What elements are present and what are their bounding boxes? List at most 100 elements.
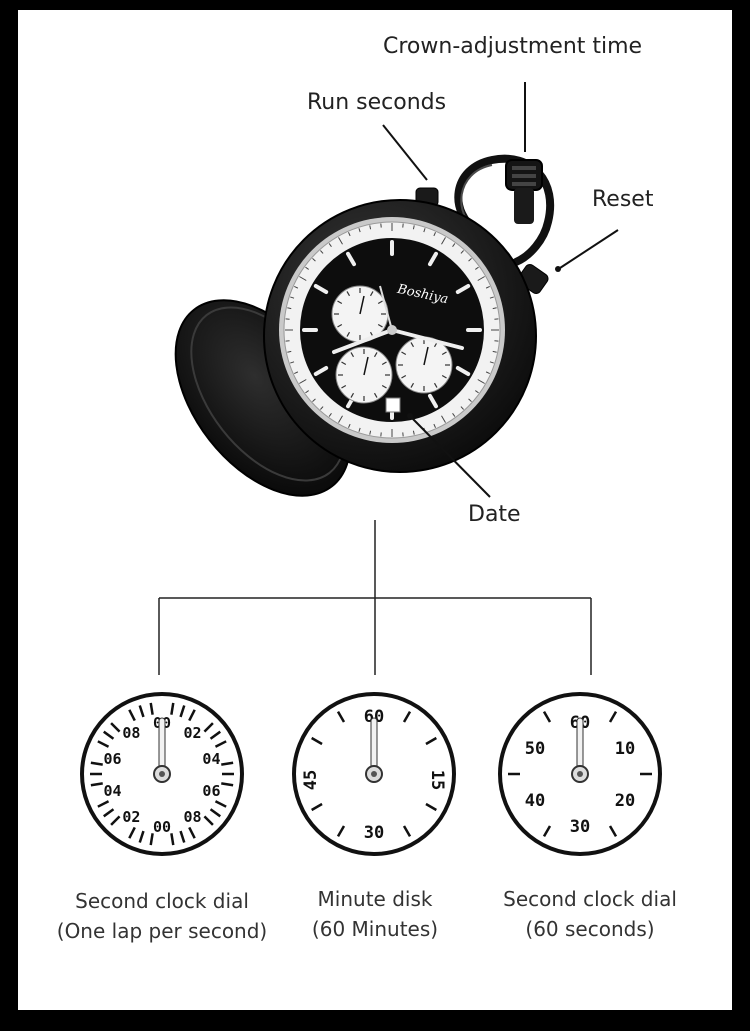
hour-marker	[346, 251, 356, 267]
dial-numeral: 45	[301, 770, 321, 790]
hour-marker	[313, 284, 329, 294]
date-window	[385, 397, 401, 413]
dial-tick	[221, 761, 234, 766]
tachymeter-tick	[492, 307, 497, 310]
dial-tick	[608, 711, 618, 723]
tachymeter-tick	[477, 276, 485, 281]
tachymeter-tick	[485, 286, 490, 289]
subdial-hand	[359, 295, 365, 315]
dial-tick	[203, 815, 214, 826]
subdial-tick	[350, 392, 355, 398]
dial-numeral: 08	[122, 724, 140, 742]
tachymeter-tick	[290, 296, 295, 299]
tachymeter-tick	[338, 237, 343, 245]
dial-numeral: 50	[525, 739, 545, 759]
hour-marker	[428, 393, 438, 409]
dial-tick	[128, 709, 136, 722]
dial-tick	[103, 808, 115, 818]
subdial-tick	[377, 323, 383, 328]
hour-marker	[313, 366, 329, 376]
dial-tick	[214, 740, 227, 748]
tachymeter-tick	[294, 371, 299, 374]
tachymeter-tick	[475, 266, 479, 270]
subdial-tick	[401, 351, 407, 356]
caption-dial-3-title: Second clock dial	[503, 887, 677, 911]
run-seconds-label: Run seconds	[307, 90, 447, 115]
dial-tick	[209, 730, 221, 740]
dial-tick	[311, 736, 323, 746]
caption-dial-2: Minute disk (60 Minutes)	[265, 884, 485, 944]
dial-tick	[128, 826, 136, 839]
dial-numeral: 00	[153, 818, 171, 836]
hour-marker	[455, 284, 471, 294]
tachymeter-tick	[452, 243, 456, 247]
subdial-tick	[401, 374, 407, 379]
tachymeter-tick	[299, 379, 307, 384]
subdial-tick	[410, 342, 415, 348]
subdial-tick	[337, 323, 343, 328]
dial-tick	[311, 802, 323, 812]
dial-tick	[110, 815, 121, 826]
dial-hub-center	[577, 771, 583, 777]
dial-tick	[97, 800, 110, 808]
dial-numeral: 10	[615, 739, 635, 759]
subdial-tick	[373, 392, 378, 398]
dial-numeral: 02	[184, 724, 202, 742]
subdial-tick	[441, 351, 447, 356]
tachymeter-tick	[423, 228, 426, 233]
dial-tick	[138, 705, 145, 718]
subdial-tick	[346, 331, 351, 337]
tachymeter-tick	[328, 243, 332, 247]
dial-tick	[214, 800, 227, 808]
tachymeter-tick	[433, 232, 436, 237]
dial-tick	[402, 825, 412, 837]
subdial-tick	[381, 361, 387, 366]
dial-tick	[203, 722, 214, 733]
caption-dial-2-subtitle: (60 Minutes)	[311, 917, 439, 941]
tachymeter-tick	[338, 415, 343, 423]
caption-dial-3-subtitle: (60 seconds)	[525, 917, 655, 941]
tachymeter-tick	[305, 390, 309, 394]
subdial-tick	[341, 361, 347, 366]
dial-tick	[103, 730, 115, 740]
dial-sixty-seconds: 601020304050	[498, 692, 662, 856]
date-label: Date	[468, 502, 521, 527]
dial-one-lap-per-second: 00020406080002040608	[80, 692, 244, 856]
dial-tick	[425, 736, 437, 746]
subdial-tick	[337, 300, 343, 305]
dial-numeral: 30	[570, 817, 590, 837]
subdial-tick	[441, 374, 447, 379]
caption-dial-1-title: Second clock dial	[75, 889, 249, 913]
dial-tick	[110, 722, 121, 733]
caption-dial-1-subtitle: (One lap per second)	[56, 919, 268, 943]
subdial-tick	[350, 352, 355, 358]
dial-hub-center	[159, 771, 165, 777]
tachymeter-tick	[358, 427, 361, 432]
dial-tick	[188, 709, 196, 722]
caption-dial-2-title: Minute disk	[317, 887, 433, 911]
tachymeter-tick	[433, 423, 436, 428]
tachymeter-tick	[299, 276, 307, 281]
dial-tick	[179, 830, 186, 843]
subdial-hand	[423, 346, 429, 366]
dial-hub-center	[371, 771, 377, 777]
subdial-tick	[373, 352, 378, 358]
tachymeter-tick	[320, 250, 324, 254]
caption-dial-3: Second clock dial (60 seconds)	[475, 884, 705, 944]
dial-tick	[138, 830, 145, 843]
dial-tick	[90, 782, 103, 787]
tachymeter-tick	[294, 286, 299, 289]
dial-numeral: 06	[202, 782, 220, 800]
tachymeter-tick	[460, 406, 464, 410]
dial-numeral: 04	[104, 782, 122, 800]
tachymeter-tick	[369, 225, 372, 230]
subdial-tick	[381, 384, 387, 389]
dial-tick	[542, 711, 552, 723]
subdial-tick	[433, 382, 438, 388]
tachymeter-tick	[452, 413, 456, 417]
tachymeter-tick	[348, 232, 351, 237]
tachymeter-tick	[358, 228, 361, 233]
dial-tick	[188, 826, 196, 839]
